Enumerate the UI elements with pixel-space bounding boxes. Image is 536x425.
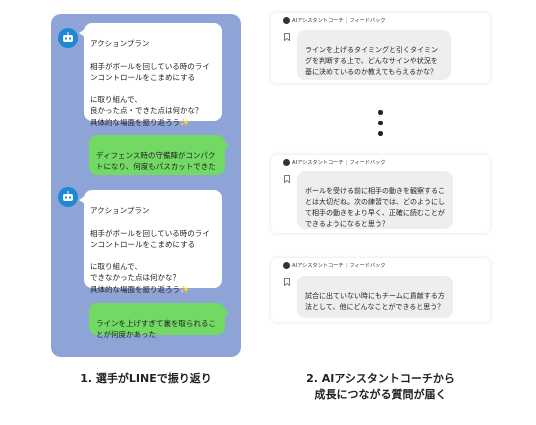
feedback-text: ラインを上げるタイミングと引くタイミングを判断する上で、どんなサインや状況を基に… bbox=[305, 46, 438, 76]
sparkle-icon: ✨ bbox=[180, 284, 190, 294]
right-caption-line1: 2. AIアシスタントコーチから bbox=[306, 372, 455, 385]
more-dots-icon bbox=[378, 110, 384, 142]
coach-avatar-icon bbox=[283, 159, 290, 166]
bookmark-icon[interactable] bbox=[284, 175, 290, 183]
sparkle-icon: ✨ bbox=[180, 117, 190, 127]
card-tag: フィードバック bbox=[349, 18, 386, 24]
left-caption: 1. 選手がLINEで振り返り bbox=[80, 372, 212, 385]
feedback-card: AIアシスタントコーチ|フィードバック ボールを受ける前に相手の動きを観察するこ… bbox=[271, 155, 490, 233]
message-text: ラインを上げすぎて裏を取られることが何度かあった bbox=[96, 319, 216, 340]
feedback-bubble: ラインを上げるタイミングと引くタイミングを判断する上で、どんなサインや状況を基に… bbox=[297, 30, 451, 80]
card-header: AIアシスタントコーチ|フィードバック bbox=[283, 262, 386, 269]
sender-name: AIアシスタントコーチ bbox=[292, 160, 344, 166]
feedback-card: AIアシスタントコーチ|フィードバック ラインを上げるタイミングと引くタイミング… bbox=[271, 13, 490, 83]
bot-message-bubble: アクションプラン 相手がボールを回している時のラインコントロールをこまめにする … bbox=[79, 23, 222, 127]
user-message-bubble: ラインを上げすぎて裏を取られることが何度かあった bbox=[89, 303, 230, 339]
feedback-text: 試合に出ていない時にもチームに貢献する方法として、他にどんなことができると思う？ bbox=[305, 292, 445, 311]
bookmark-icon[interactable] bbox=[284, 33, 290, 41]
right-caption-line2: 成長につながる質問が届く bbox=[314, 388, 447, 401]
sender-name: AIアシスタントコーチ bbox=[292, 263, 344, 269]
card-tag: フィードバック bbox=[349, 160, 386, 166]
bot-avatar-icon bbox=[58, 28, 78, 48]
coach-avatar-icon bbox=[283, 262, 290, 269]
feedback-bubble: 試合に出ていない時にもチームに貢献する方法として、他にどんなことができると思う？ bbox=[297, 276, 453, 318]
message-text: アクションプラン 相手がボールを回している時のラインコントロールをこまめにする … bbox=[90, 206, 210, 294]
bot-message-bubble: アクションプラン 相手がボールを回している時のラインコントロールをこまめにする … bbox=[79, 190, 222, 294]
card-header: AIアシスタントコーチ|フィードバック bbox=[283, 17, 386, 24]
sender-name: AIアシスタントコーチ bbox=[292, 18, 344, 24]
coach-avatar-icon bbox=[283, 17, 290, 24]
message-text: アクションプラン 相手がボールを回している時のラインコントロールをこまめにする … bbox=[90, 39, 210, 127]
card-tag: フィードバック bbox=[349, 263, 386, 269]
card-header: AIアシスタントコーチ|フィードバック bbox=[283, 159, 386, 166]
feedback-text: ボールを受ける前に相手の動きを観察することは大切だね。次の練習では、どのようにし… bbox=[305, 187, 445, 228]
right-caption: 2. AIアシスタントコーチから 成長につながる質問が届く bbox=[271, 371, 490, 403]
feedback-card: AIアシスタントコーチ|フィードバック 試合に出ていない時にもチームに貢献する方… bbox=[271, 258, 490, 322]
bot-avatar-icon bbox=[58, 187, 78, 207]
user-message-bubble: ディフェンス時の守備陣がコンパクトになり、何度もパスカットできた bbox=[89, 135, 230, 175]
feedback-bubble: ボールを受ける前に相手の動きを観察することは大切だね。次の練習では、どのようにし… bbox=[297, 171, 453, 229]
bookmark-icon[interactable] bbox=[284, 278, 290, 286]
message-text: ディフェンス時の守備陣がコンパクトになり、何度もパスカットできた bbox=[96, 151, 216, 172]
